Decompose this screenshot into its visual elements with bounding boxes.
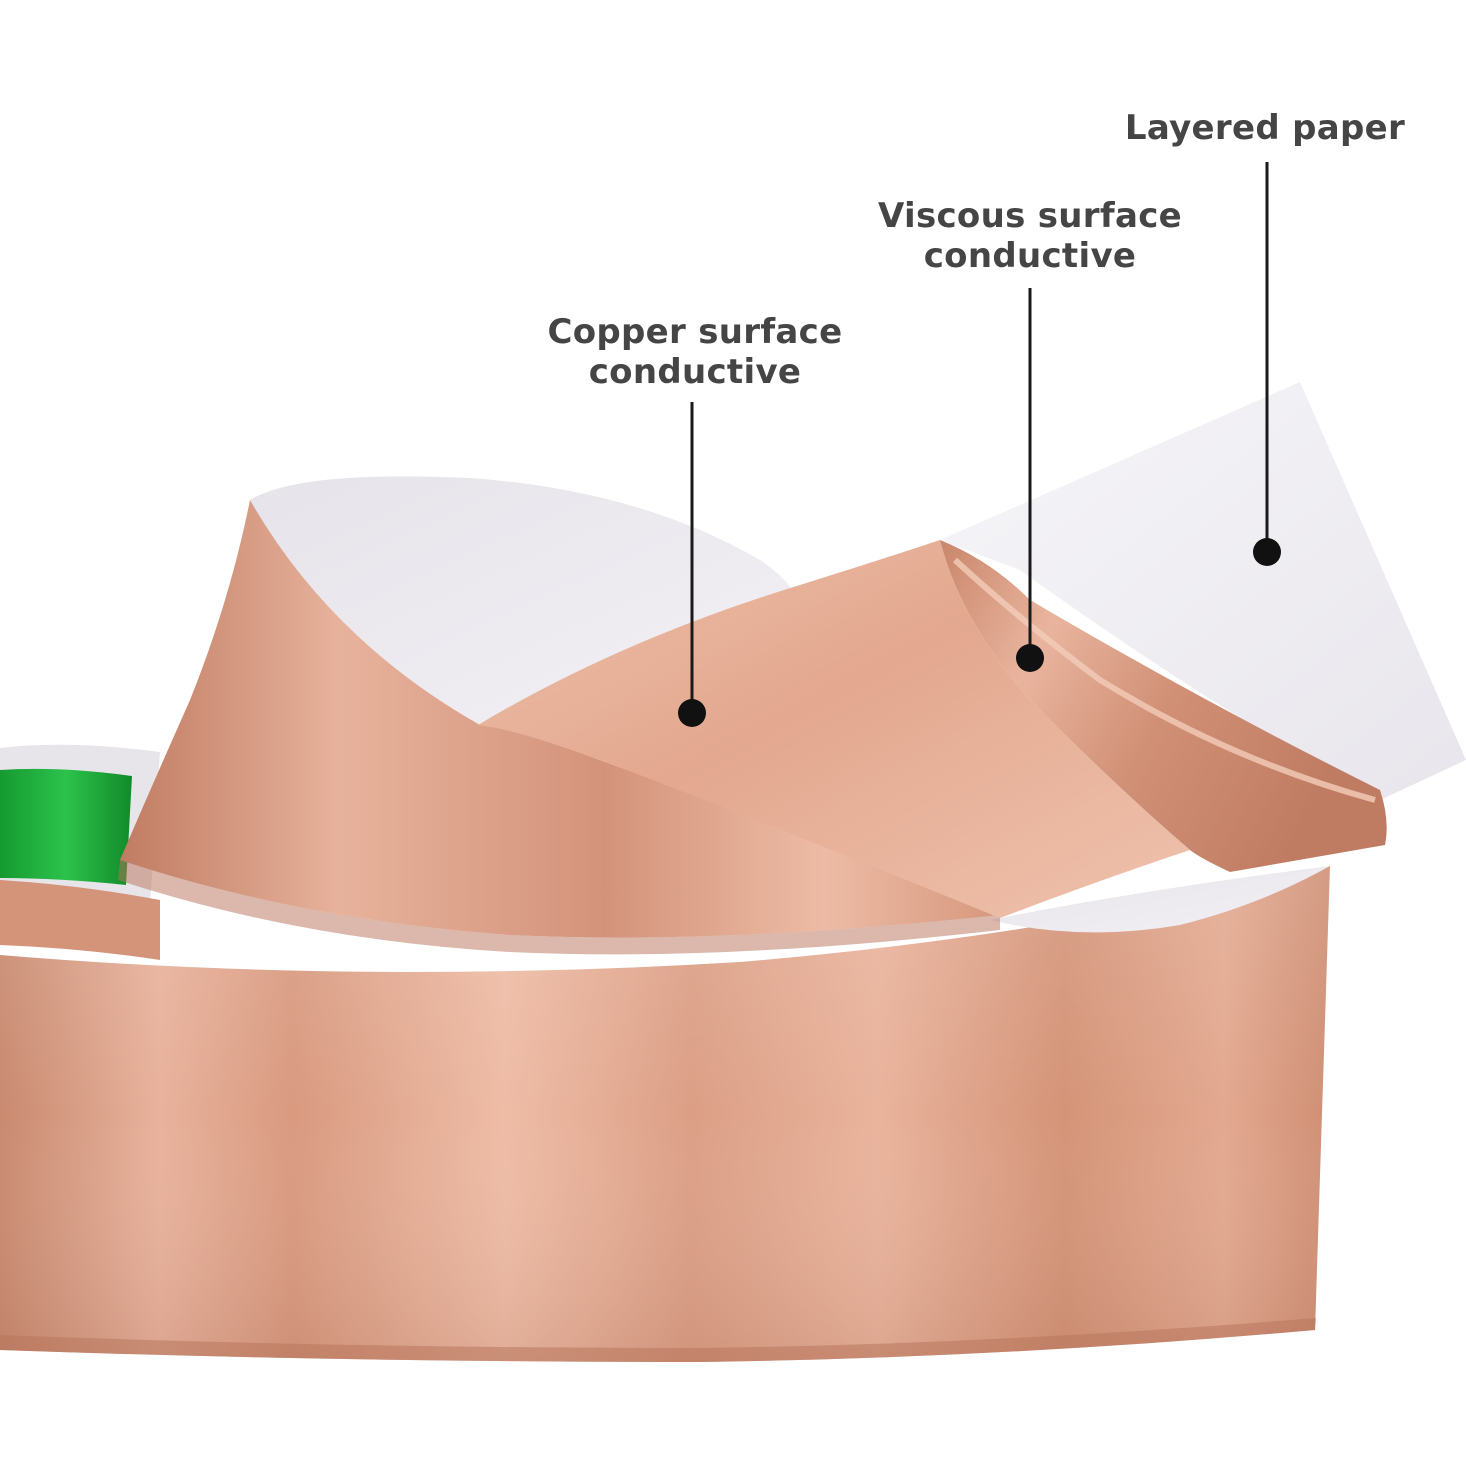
callout-layered-paper-line1: Layered paper bbox=[1124, 108, 1406, 148]
callout-copper-surface: Copper surface conductive bbox=[535, 312, 855, 392]
callout-viscous-line2: conductive bbox=[923, 236, 1137, 276]
main-roll-top-liner bbox=[990, 866, 1330, 933]
leader-dot-layered-paper bbox=[1253, 538, 1281, 566]
release-liner-sheet bbox=[940, 382, 1466, 800]
callout-viscous-surface: Viscous surface conductive bbox=[870, 196, 1190, 276]
copper-flap-front bbox=[478, 540, 1190, 918]
callout-viscous-line1: Viscous surface bbox=[877, 196, 1183, 236]
copper-curl-adhesive bbox=[940, 540, 1387, 872]
leader-dot-copper bbox=[678, 699, 706, 727]
callout-copper-line2: conductive bbox=[588, 352, 802, 392]
main-roll-band bbox=[0, 866, 1330, 1362]
leader-dot-viscous bbox=[1016, 644, 1044, 672]
callout-layered-paper: Layered paper bbox=[1090, 108, 1440, 148]
callout-copper-line1: Copper surface bbox=[547, 312, 843, 352]
